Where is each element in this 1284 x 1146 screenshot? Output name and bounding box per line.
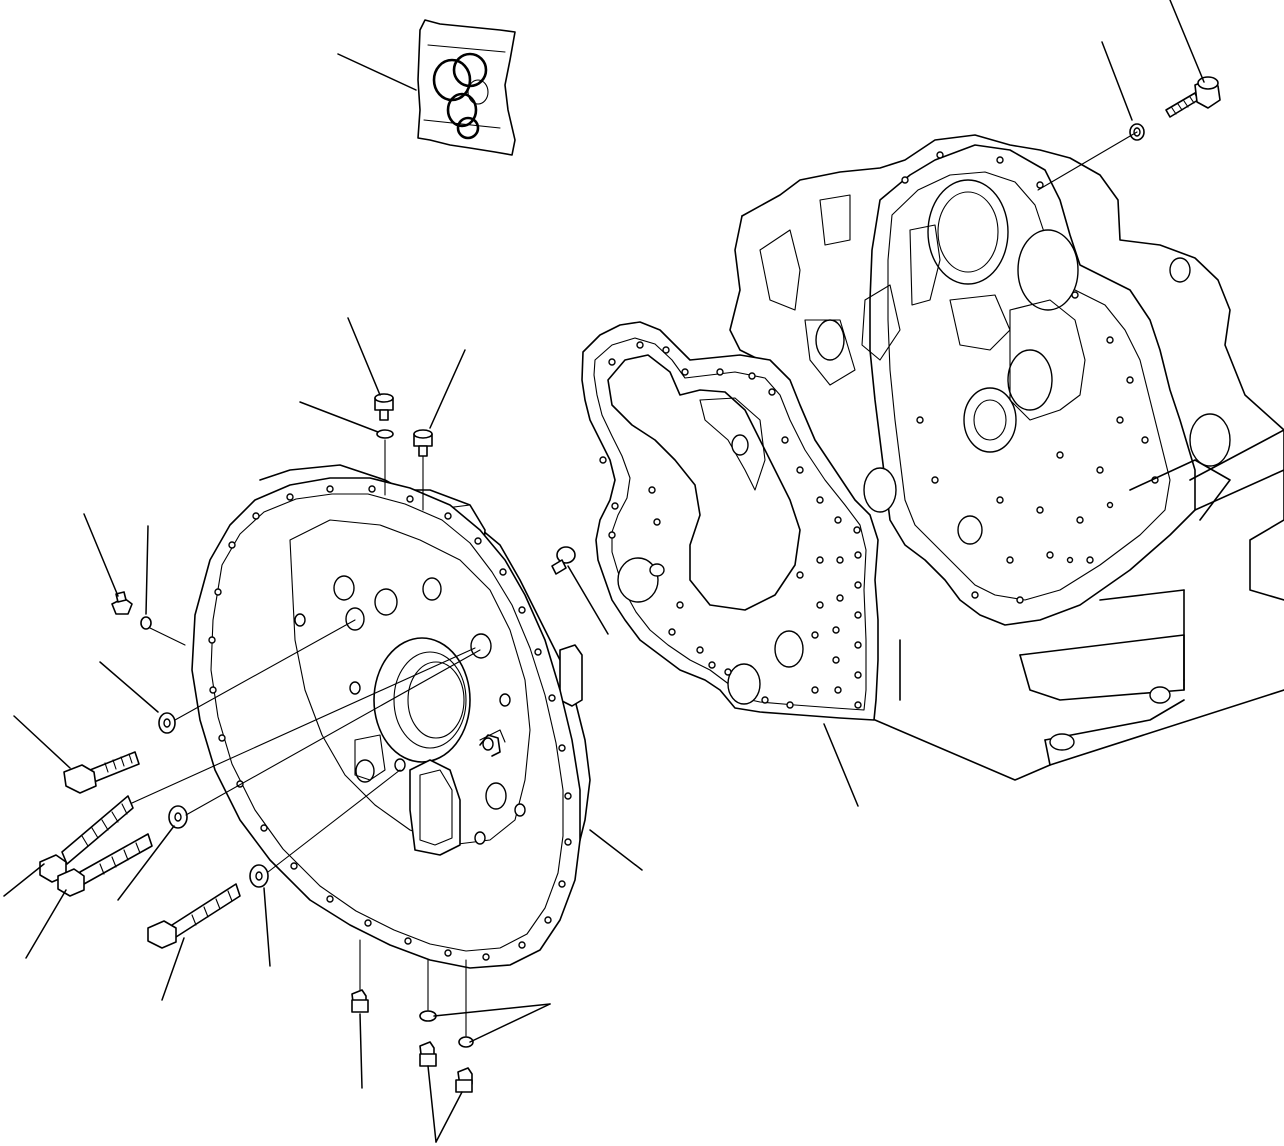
flywheel-housing — [191, 464, 591, 969]
flange-bolt-holes — [208, 485, 572, 961]
long-bolt-3 — [57, 833, 153, 897]
o-ring-left — [140, 616, 152, 630]
top-bolt-left — [374, 393, 394, 421]
o-ring-bottom-2 — [458, 1036, 474, 1048]
washer-3 — [249, 864, 269, 888]
engine-block — [729, 134, 1284, 781]
seal-kit-packet — [417, 19, 516, 156]
small-bolt-right — [551, 546, 576, 575]
bottom-bolt-1 — [351, 989, 369, 1013]
retaining-clip — [479, 734, 501, 757]
engine-bolt-holes — [901, 151, 1159, 604]
bottom-bolt-2 — [419, 1041, 437, 1067]
assembly-lines — [131, 131, 1138, 1037]
leader-lines — [3, 0, 1205, 1143]
gasket-bolt-holes — [599, 341, 862, 709]
o-ring-top — [376, 429, 394, 439]
long-bolt-1 — [63, 751, 140, 794]
cap-screw-top-right — [1165, 76, 1221, 118]
small-bolt-left — [111, 591, 133, 615]
top-bolt-right — [413, 429, 433, 457]
long-bolt-4 — [147, 883, 241, 949]
washer-2 — [168, 805, 188, 829]
bottom-bolt-3 — [455, 1067, 473, 1093]
front-plate-gasket — [581, 321, 879, 721]
washer-1 — [158, 712, 176, 734]
